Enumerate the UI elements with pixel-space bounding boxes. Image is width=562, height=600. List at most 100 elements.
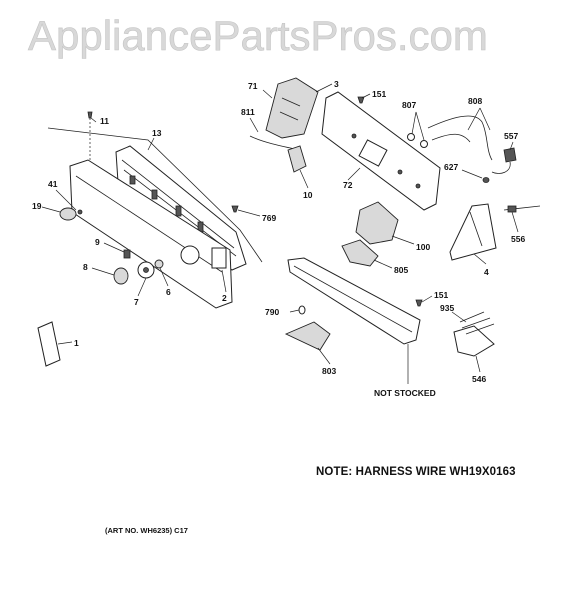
leader-lines <box>41 83 519 384</box>
harness-note: NOTE: HARNESS WIRE WH19X0163 <box>316 466 516 478</box>
leader-8 <box>91 267 115 276</box>
switch-556 <box>507 205 517 213</box>
callout-10: 10 <box>303 190 313 200</box>
knob-clip-41 <box>77 209 83 215</box>
leader-151b <box>421 295 433 303</box>
callout-71: 71 <box>248 81 258 91</box>
callout-100: 100 <box>416 242 430 252</box>
callout-3: 3 <box>334 79 339 89</box>
leader-6 <box>159 267 169 287</box>
spring-clip-6 <box>154 259 164 269</box>
bracket-4 <box>449 203 497 261</box>
leader-9 <box>103 242 125 253</box>
backsplash-slot <box>151 189 158 200</box>
callout-19: 19 <box>32 201 42 211</box>
leader-7 <box>137 277 147 297</box>
callout-1: 1 <box>74 338 79 348</box>
callout-7: 7 <box>134 297 139 307</box>
dial-center <box>143 267 149 273</box>
watermark-logo: AppliancePartsPros.com <box>28 12 488 60</box>
callout-13: 13 <box>152 128 162 138</box>
leader-803 <box>317 347 331 365</box>
panel-outline-line <box>47 127 263 263</box>
leader-769 <box>237 209 261 217</box>
leader-151a <box>361 93 371 99</box>
leader-790 <box>289 309 300 313</box>
owners-manual <box>37 321 61 367</box>
ring-807 <box>407 133 415 141</box>
callout-790: 790 <box>265 307 279 317</box>
console-knob-hole <box>180 245 200 265</box>
plug-627 <box>482 177 490 183</box>
leader-41 <box>55 189 77 211</box>
callout-803: 803 <box>322 366 336 376</box>
screw-151a <box>357 96 365 104</box>
leader-808 <box>467 107 491 131</box>
leader-811 <box>249 117 259 133</box>
callout-151b: 151 <box>434 290 448 300</box>
knob-8 <box>113 267 129 285</box>
leader-556 <box>511 211 519 233</box>
leader-10 <box>299 169 309 189</box>
callout-808: 808 <box>468 96 482 106</box>
leader-805 <box>373 259 393 269</box>
leader-627 <box>461 169 483 179</box>
callout-811: 811 <box>241 107 255 117</box>
callout-556: 556 <box>511 234 525 244</box>
pressure-switch-10 <box>287 145 307 173</box>
bracket-4-edge <box>469 211 483 247</box>
bracket-ribs <box>279 97 301 121</box>
callout-72: 72 <box>343 180 353 190</box>
backsplash-slot <box>129 175 136 185</box>
cover-not-stocked <box>287 257 421 345</box>
callout-935: 935 <box>440 303 454 313</box>
callout-557: 557 <box>504 131 518 141</box>
screw-769 <box>231 205 239 213</box>
mounting-bracket-3 <box>265 77 319 139</box>
plate-hole <box>397 169 403 175</box>
screw-11 <box>87 111 93 119</box>
button-9 <box>123 249 131 259</box>
watermark-text: AppliancePartsPros.com <box>28 12 488 59</box>
callout-41: 41 <box>48 179 58 189</box>
leader-3 <box>315 83 333 93</box>
connector-557 <box>503 147 517 163</box>
hose-811 <box>249 135 301 151</box>
valve-100 <box>355 201 399 245</box>
callout-546: 546 <box>472 374 486 384</box>
control-panel-assembly <box>37 111 263 367</box>
hose-808 <box>431 133 471 143</box>
wire-557 <box>491 161 511 174</box>
top-cover-assembly <box>284 257 495 357</box>
callout-627: 627 <box>444 162 458 172</box>
leader-19 <box>41 206 61 213</box>
callout-6: 6 <box>166 287 171 297</box>
callout-labels: 71 3 151 807 808 811 557 11 13 627 72 10… <box>32 79 525 398</box>
control-housing-assembly <box>249 77 541 267</box>
leader-557 <box>509 141 514 151</box>
valve-805 <box>341 239 379 267</box>
leader-72 <box>347 167 361 181</box>
dispenser-803 <box>284 321 331 351</box>
ring-807 <box>420 140 428 148</box>
hose-808 <box>427 115 493 161</box>
clip-790 <box>298 305 306 315</box>
callout-151a: 151 <box>372 89 386 99</box>
callout-9: 9 <box>95 237 100 247</box>
callout-805: 805 <box>394 265 408 275</box>
leader-935 <box>451 311 467 323</box>
art-number-label: (ART NO. WH6235) C17 <box>105 526 188 535</box>
callout-2: 2 <box>222 293 227 303</box>
callout-11: 11 <box>100 116 109 126</box>
leader-546 <box>475 355 481 373</box>
leader-13 <box>147 137 155 151</box>
leader-1 <box>57 341 73 345</box>
backsplash-slot <box>175 205 182 217</box>
callout-not-stocked: NOT STOCKED <box>374 388 436 398</box>
callout-769: 769 <box>262 213 276 223</box>
leader-100 <box>391 235 415 245</box>
leader-11 <box>90 117 97 123</box>
cover-edge <box>293 265 413 333</box>
